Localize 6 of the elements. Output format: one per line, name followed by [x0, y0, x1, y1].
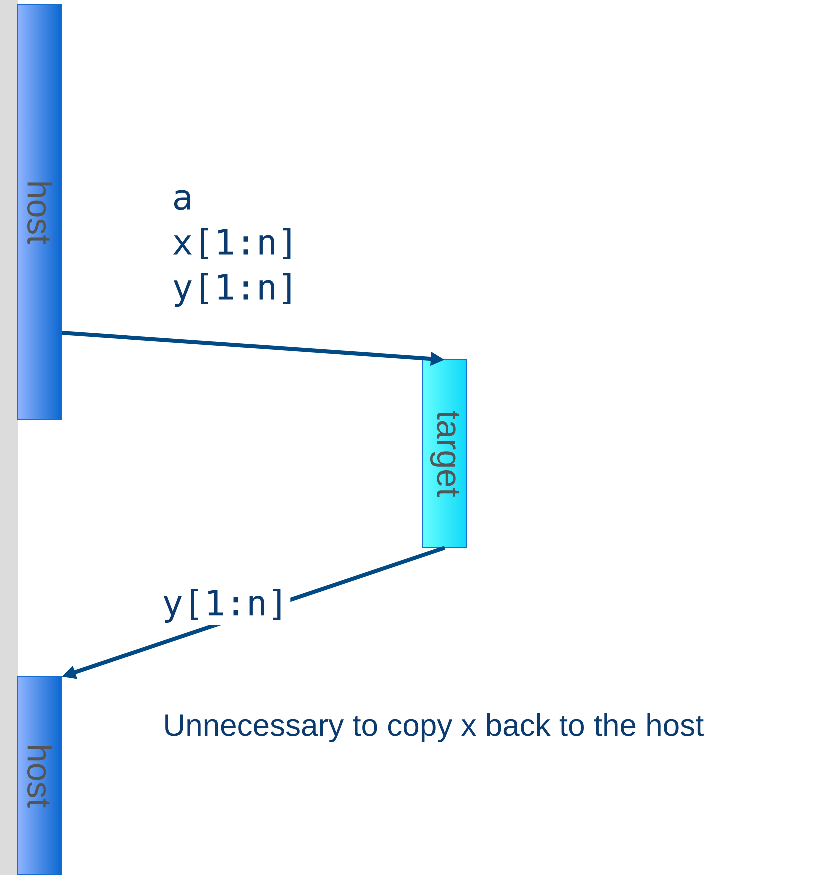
- edge-label: y[1:n]: [160, 587, 291, 625]
- edge-label: a x[1:n] y[1:n]: [170, 188, 324, 310]
- host-bar: host: [18, 676, 62, 875]
- note-text: Unnecessary to copy x back to the host: [166, 714, 704, 742]
- target-bar: target: [422, 360, 468, 548]
- host-bar: host: [18, 4, 62, 420]
